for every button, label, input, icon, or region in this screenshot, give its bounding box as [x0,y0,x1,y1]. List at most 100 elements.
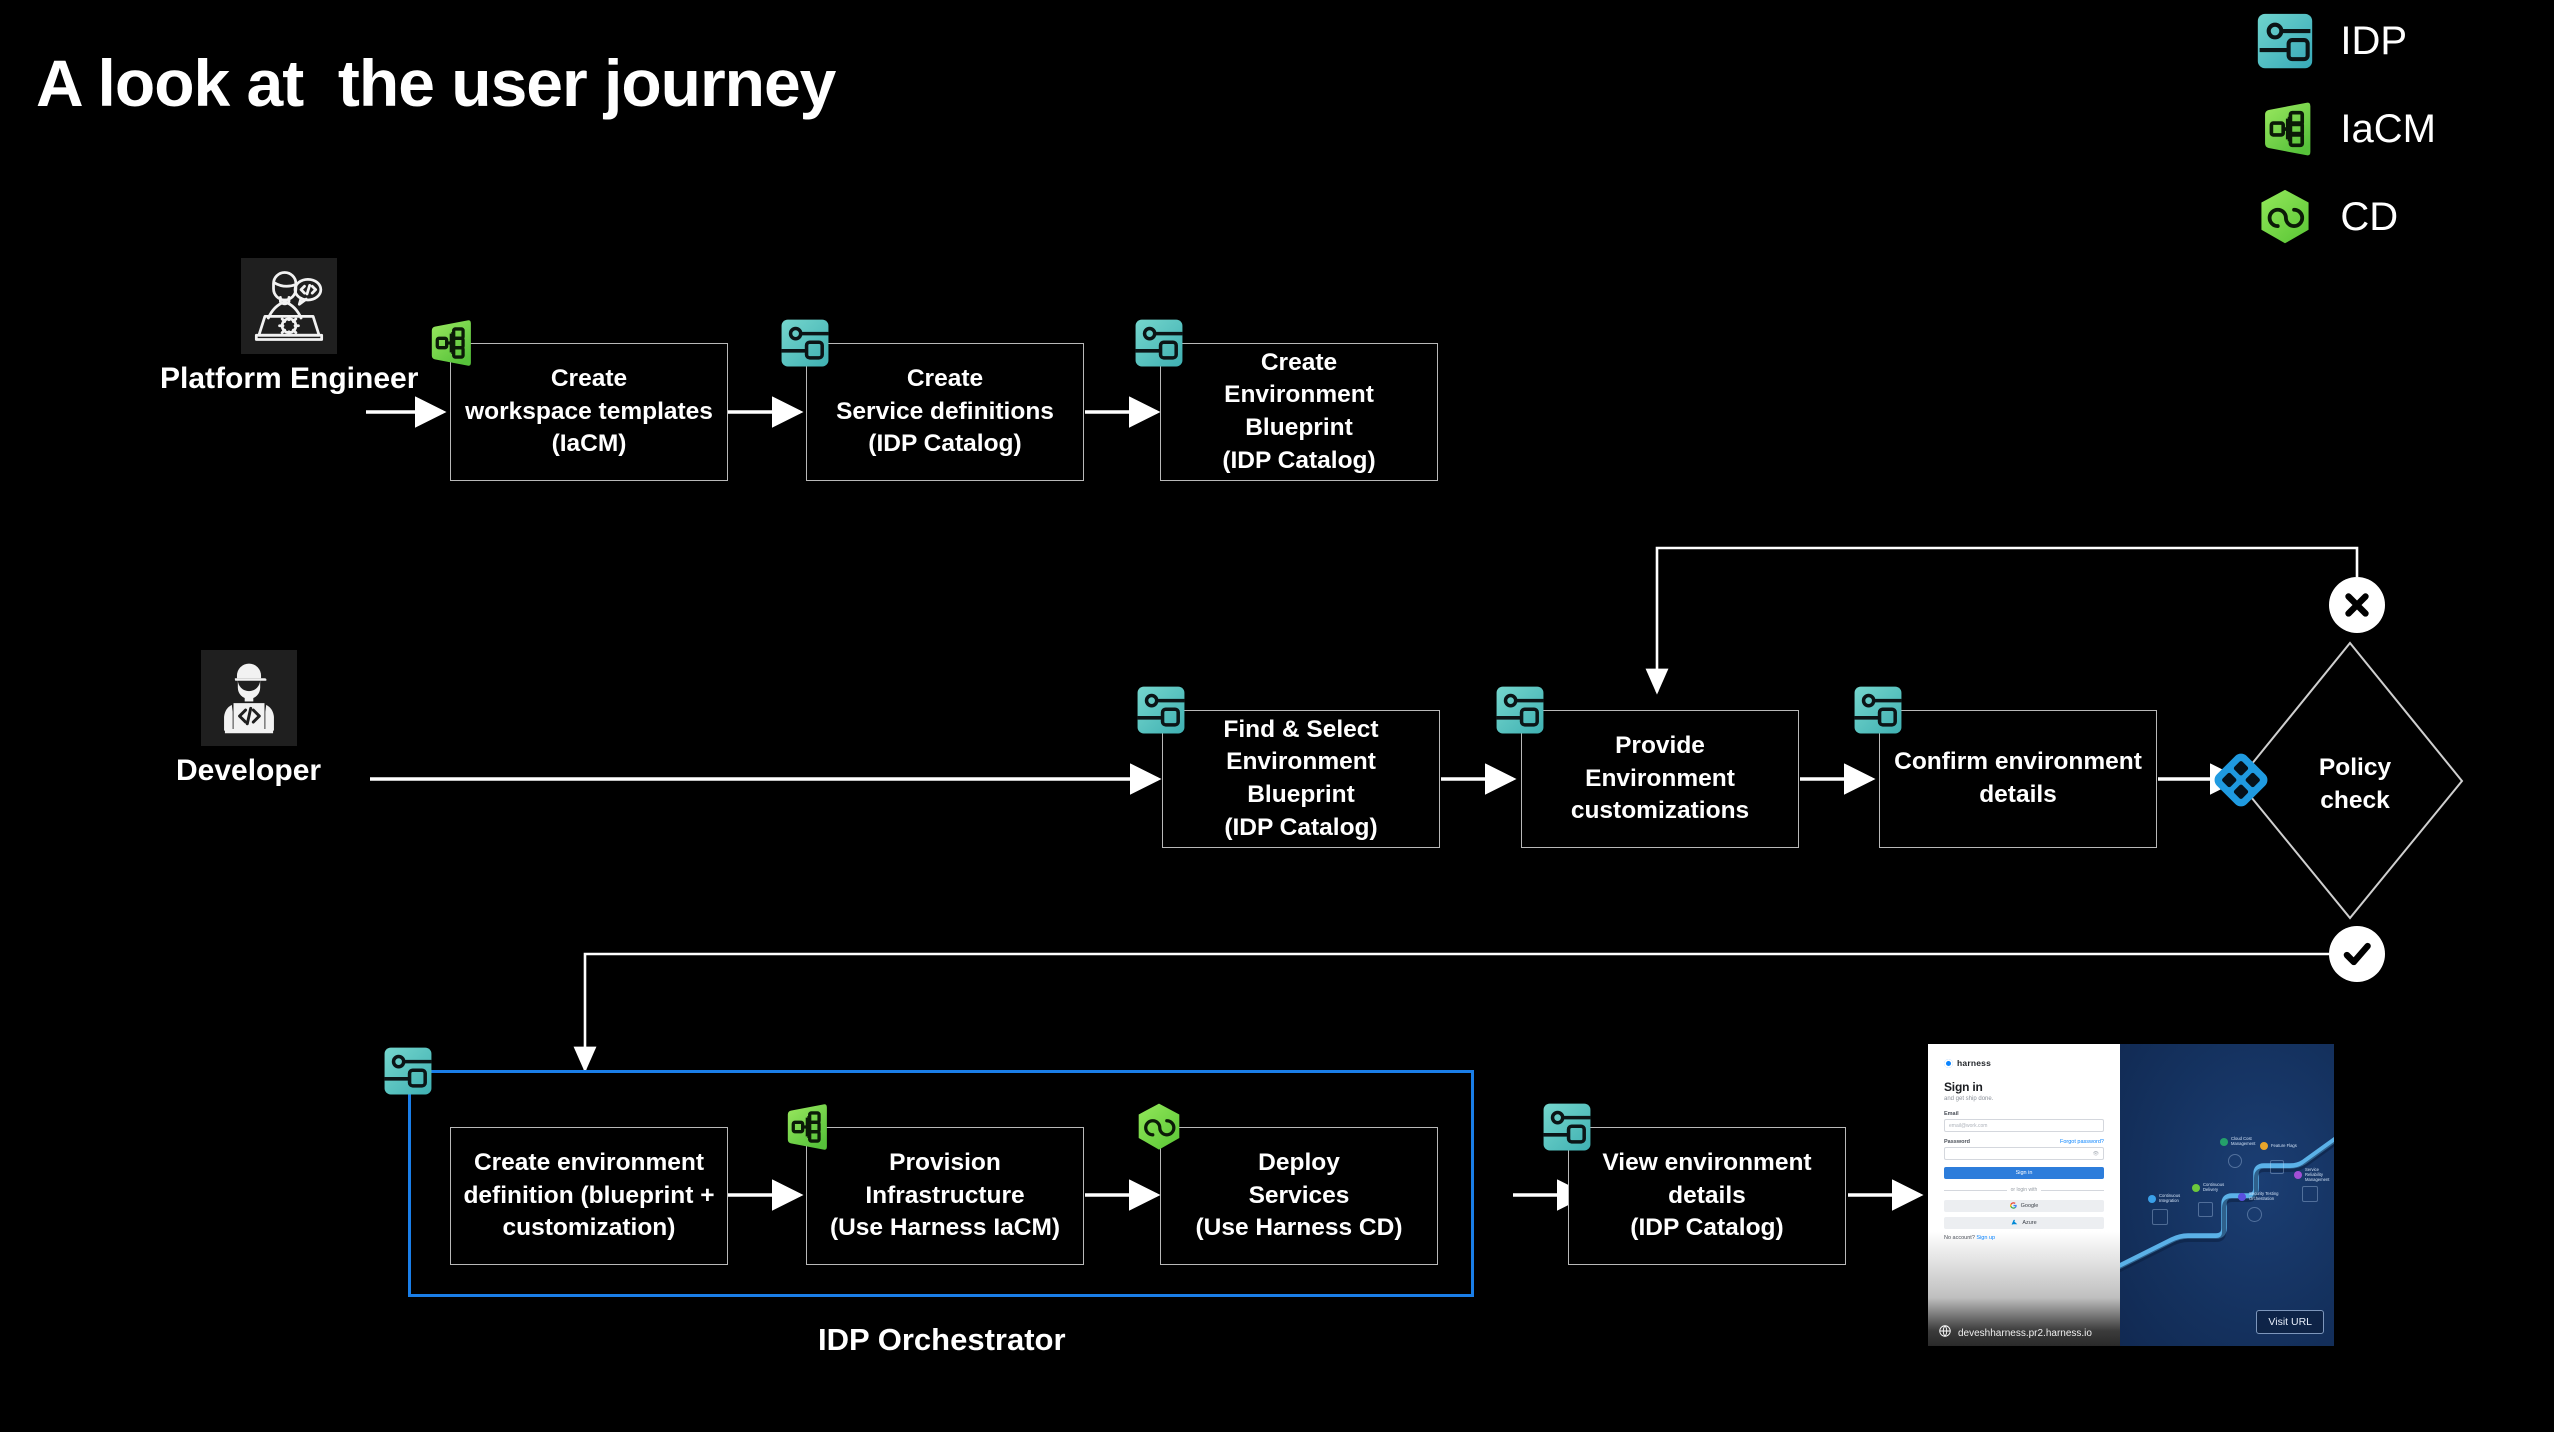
iacm-icon [424,318,474,373]
engineer-avatar-icon [241,258,338,354]
idp-icon [383,1046,433,1101]
url-text: deveshharness.pr2.harness.io [1958,1327,2092,1339]
azure-icon [2011,1219,2018,1228]
visit-url-button[interactable]: Visit URL [2256,1310,2324,1334]
idp-icon [1853,685,1903,740]
ghost-shape-4 [2247,1207,2262,1222]
cd-dot-icon [2192,1183,2200,1192]
policy-icon [2213,752,2269,813]
signin-button[interactable]: Sign in [1944,1167,2104,1179]
cd-icon [1134,1102,1184,1157]
azure-label: Azure [2022,1220,2037,1226]
idp-icon [1136,685,1186,740]
ghost-cube-6 [2302,1186,2318,1202]
ghost-shape-5 [2270,1160,2284,1174]
azure-login-button[interactable]: Azure [1944,1217,2104,1229]
email-field[interactable]: email@work.com [1944,1119,2104,1132]
idp-orchestrator-container [408,1070,1474,1297]
ff-dot-icon [2260,1142,2268,1150]
email-label: Email [1944,1111,1959,1117]
persona-platform-engineer: Platform Engineer [160,258,418,396]
harness-logo-text: harness [1957,1058,1992,1068]
harness-logo-mark [1944,1058,1953,1068]
forgot-password-link[interactable]: Forgot password? [2059,1139,2104,1145]
success-check-icon [2329,926,2385,982]
email-placeholder: email@work.com [1949,1122,1988,1129]
legend-item-cd: CD [2256,188,2436,246]
google-icon [2009,1201,2017,1211]
persona-label-developer: Developer [176,754,322,787]
harness-logo: harness [1944,1058,2104,1068]
legend-item-iacm: IaCM [2256,100,2436,158]
signup-link[interactable]: Sign up [1976,1235,1996,1241]
ghost-cube-2 [2198,1202,2213,1217]
legend-label-idp: IDP [2340,18,2408,63]
idp-icon [1542,1102,1592,1157]
persona-label-platform-engineer: Platform Engineer [160,362,419,395]
fail-x-icon [2329,577,2385,633]
google-login-button[interactable]: Google [1944,1200,2104,1212]
no-account-row: No account? Sign up [1944,1235,2104,1241]
idp-orchestrator-label: IDP Orchestrator [818,1322,1066,1357]
idp-icon [1495,685,1545,740]
ghost-cube-1 [2152,1209,2168,1225]
legend-item-idp: IDP [2256,12,2436,70]
ff-label: Feature Flags [2271,1142,2297,1148]
illustration-node-ff: Feature Flags [2260,1142,2297,1150]
iacm-icon [2256,100,2314,158]
divider-text: or login with [2010,1187,2038,1193]
sto-dot-icon [2238,1192,2246,1201]
idp-icon [2256,12,2314,70]
legend-label-cd: CD [2340,194,2399,239]
harness-signin-screenshot[interactable]: harness Sign in and get ship done. Email… [1928,1044,2334,1346]
eye-icon[interactable]: 👁 [2092,1150,2099,1157]
cd-icon [2256,188,2314,246]
ccm-dot-icon [2220,1137,2228,1146]
ghost-shape-3 [2228,1154,2242,1168]
url-bar: deveshharness.pr2.harness.io [1928,1320,2120,1346]
persona-developer: Developer [176,650,321,788]
legend: IDP IaCM [2256,12,2436,246]
idp-icon [780,318,830,373]
legend-label-iacm: IaCM [2340,106,2436,151]
no-account-text: No account? [1944,1235,1975,1241]
developer-avatar-icon [200,650,297,746]
password-field[interactable]: 👁 [1944,1147,2104,1160]
page-title: A look at the user journey [36,46,836,120]
password-label: Password [1944,1139,1970,1145]
idp-icon [1134,318,1184,373]
signin-panel: harness Sign in and get ship done. Email… [1928,1044,2120,1346]
ci-dot-icon [2148,1194,2156,1203]
signin-subheading: and get ship done. [1944,1096,1994,1102]
